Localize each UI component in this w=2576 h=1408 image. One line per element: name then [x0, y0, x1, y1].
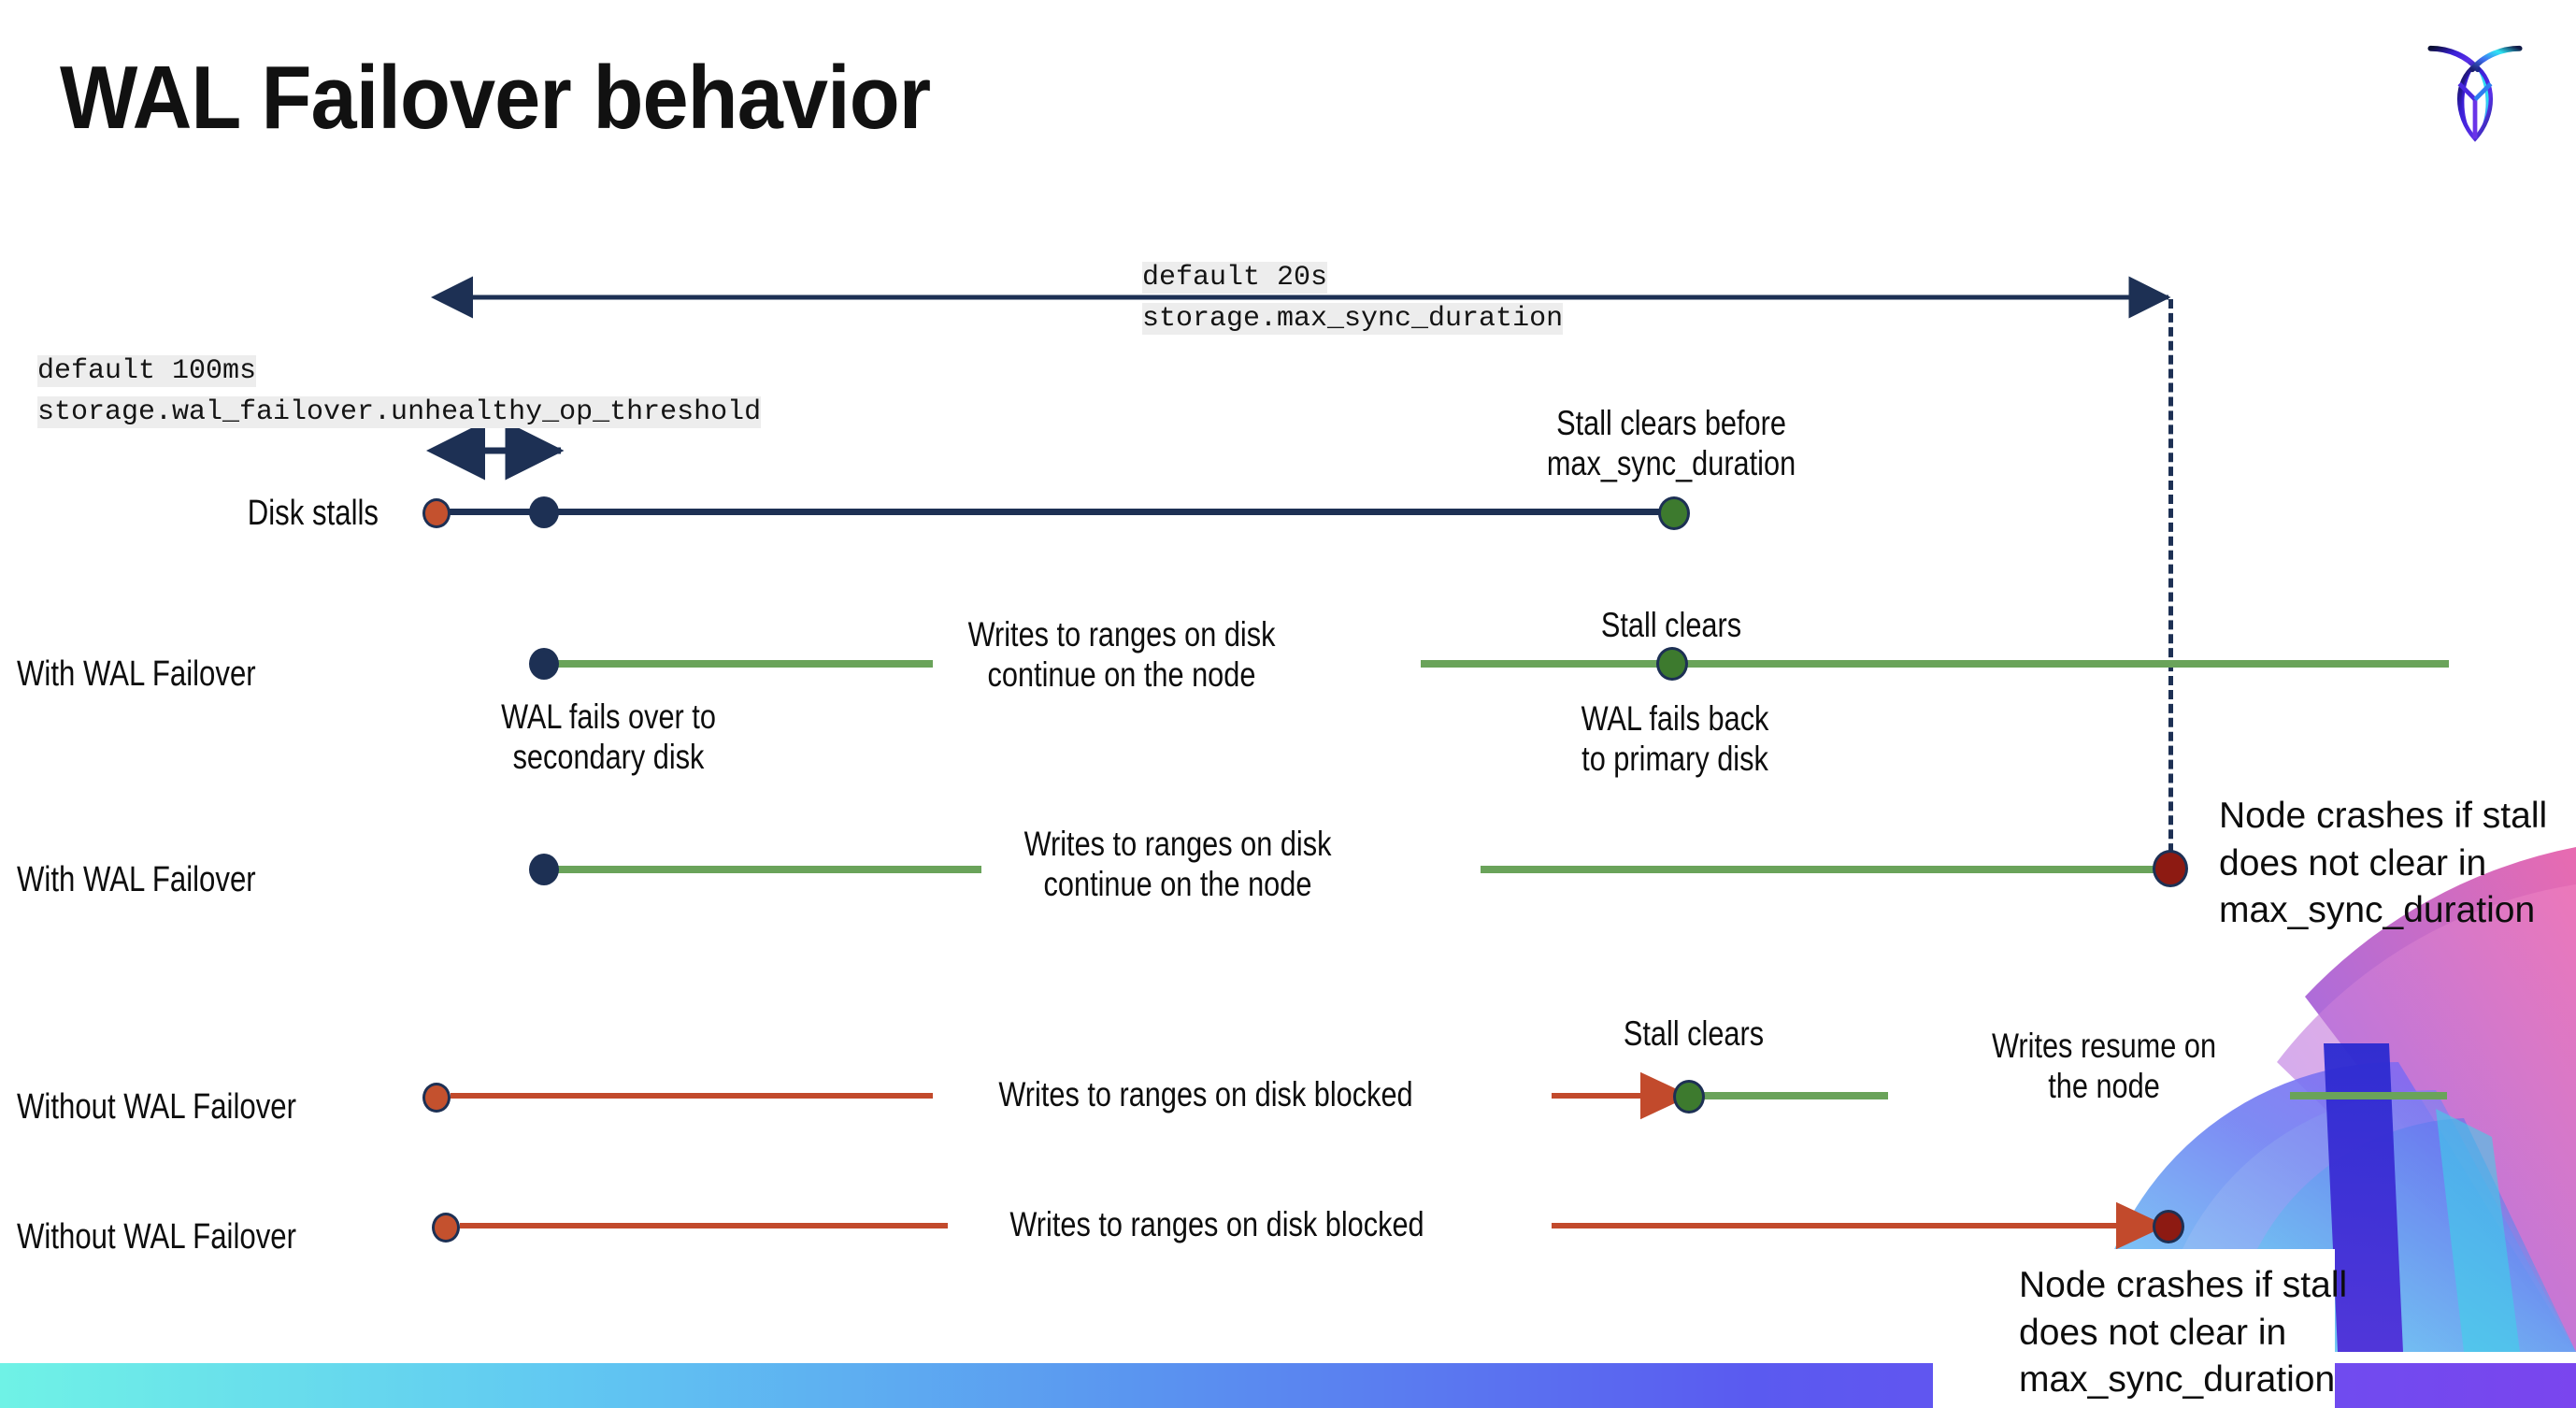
annotation-wal-fails-back: WAL fails back to primary disk	[1581, 699, 1769, 778]
row-label-without-wal-failover-1: Without WAL Failover	[17, 1087, 296, 1127]
cockroachdb-logo-icon	[2410, 26, 2540, 157]
max-sync-duration-setting: default 20s storage.max_sync_duration	[1142, 258, 1564, 339]
without-wal-stall-start-dot-1	[422, 1083, 451, 1113]
wal-failover-start-dot-1	[529, 648, 559, 680]
node-crash-dot-2	[2153, 1210, 2184, 1243]
annotation-writes-blocked-1: Writes to ranges on disk blocked	[998, 1075, 1413, 1113]
annotation-writes-resume: Writes resume on the node	[1991, 1027, 2217, 1105]
wal-failover-trigger-dot	[529, 496, 559, 528]
annotation-writes-continue-2: Writes to ranges on disk continue on the…	[1023, 825, 1332, 903]
row-label-disk-stalls: Disk stalls	[247, 494, 379, 533]
disk-stall-start-dot	[422, 498, 451, 528]
max-sync-duration-default: default 20s	[1142, 262, 1328, 294]
row-label-with-wal-failover-2: With WAL Failover	[17, 860, 256, 899]
node-crash-note-card	[1933, 1249, 2335, 1408]
annotation-writes-continue-1: Writes to ranges on disk continue on the…	[967, 615, 1276, 694]
without-wal-failover-1-segment-c	[2290, 1092, 2447, 1099]
annotation-wal-fails-over: WAL fails over to secondary disk	[501, 697, 716, 776]
disk-stalls-timeline-segment	[436, 509, 1675, 515]
annotation-node-crashes-2: Node crashes if stall does not clear in …	[2019, 1265, 2348, 1401]
with-wal-failover-2-segment-b	[1481, 866, 2172, 873]
with-wal-failover-1-segment-b	[1421, 660, 2449, 668]
without-wal-stall-start-dot-2	[432, 1213, 460, 1243]
without-wal-failover-1-segment-a	[451, 1093, 933, 1099]
with-wal-failover-1-segment-a	[542, 660, 933, 668]
disk-stall-clear-dot	[1658, 496, 1690, 530]
node-crash-dot-1	[2153, 850, 2188, 887]
annotation-node-crashes-1: Node crashes if stall does not clear in …	[2219, 796, 2548, 931]
page-title: WAL Failover behavior	[60, 48, 931, 148]
annotation-stall-clears-1: Stall clears	[1600, 606, 1742, 644]
without-wal-stall-clear-dot-1	[1673, 1080, 1705, 1113]
row-label-without-wal-failover-2: Without WAL Failover	[17, 1217, 296, 1257]
with-wal-failover-2-segment-a	[542, 866, 981, 873]
without-wal-failover-1-segment-b	[1701, 1092, 1888, 1099]
row-label-with-wal-failover-1: With WAL Failover	[17, 654, 256, 694]
max-sync-duration-name: storage.max_sync_duration	[1142, 302, 1564, 335]
max-sync-duration-dashed-guide	[2168, 299, 2173, 881]
annotation-stall-clears-before-max-sync: Stall clears before max_sync_duration	[1546, 404, 1796, 482]
annotation-writes-blocked-2: Writes to ranges on disk blocked	[1009, 1205, 1424, 1243]
unhealthy-op-threshold-name: storage.wal_failover.unhealthy_op_thresh…	[37, 395, 762, 428]
without-wal-failover-2-segment-a	[460, 1223, 948, 1228]
unhealthy-op-threshold-setting: default 100ms storage.wal_failover.unhea…	[37, 352, 762, 433]
wal-failover-start-dot-2	[529, 854, 559, 885]
annotation-stall-clears-2: Stall clears	[1623, 1014, 1765, 1053]
unhealthy-op-threshold-default: default 100ms	[37, 355, 257, 387]
wal-failback-dot-1	[1656, 647, 1688, 681]
